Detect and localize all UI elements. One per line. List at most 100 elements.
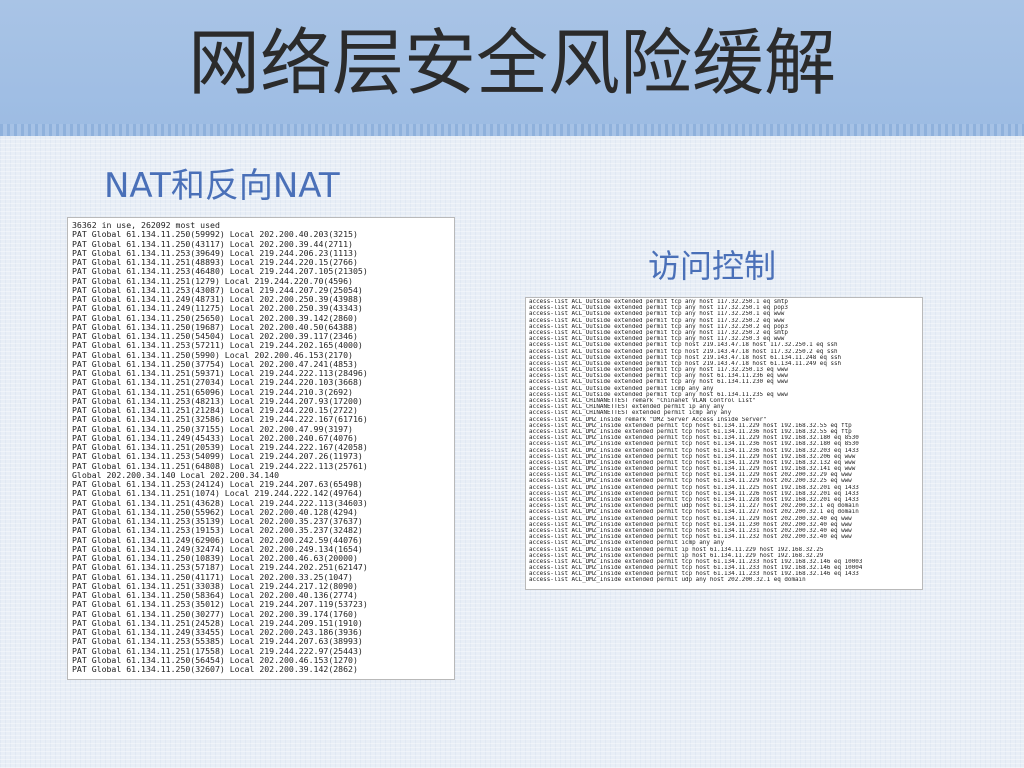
nat-translation-line: PAT Global 61.134.11.250(30277) Local 20… (72, 609, 358, 619)
nat-translation-line: PAT Global 61.134.11.251(43628) Local 21… (72, 498, 368, 508)
acl-config-line: access-list ACL_DMZ_Inside extended perm… (529, 466, 856, 473)
acl-config-line: access-list ACL_DMZ_Inside extended perm… (529, 515, 852, 522)
nat-translation-line: PAT Global 61.134.11.250(54504) Local 20… (72, 332, 358, 341)
nat-translation-line: PAT Global 61.134.11.251(1074) Local 219… (72, 489, 363, 499)
nat-translation-line: PAT Global 61.134.11.249(32474) Local 20… (72, 544, 363, 554)
nat-translation-line: PAT Global 61.134.11.250(58364) Local 20… (72, 591, 358, 600)
acl-config-line: access-list ACL_DMZ_Inside extended perm… (529, 484, 859, 491)
nat-translation-line: PAT Global 61.134.11.253(57211) Local 21… (72, 341, 363, 351)
nat-translation-line: PAT Global 61.134.11.249(45433) Local 20… (72, 433, 358, 443)
acl-config-line: access-list ACL_DMZ_Inside extended perm… (529, 478, 852, 485)
nat-translation-line: PAT Global 61.134.11.249(33455) Local 20… (72, 628, 363, 637)
acl-config-line: access-list ACL_DMZ_Inside extended perm… (529, 577, 806, 584)
nat-translation-line: PAT Global 61.134.11.251(32586) Local 21… (72, 415, 368, 425)
nat-translation-line: PAT Global 61.134.11.253(35139) Local 20… (72, 517, 363, 526)
acl-config-line: access-list ACL_CHINANETTEST extended pe… (529, 404, 725, 411)
acl-config-line: access-list ACL_DMZ_Inside extended perm… (529, 472, 852, 479)
nat-translation-line: Global 202.200.34.140 Local 202.200.34.1… (72, 470, 280, 480)
acl-config-line: access-list ACL_DMZ_Inside extended perm… (529, 540, 725, 547)
nat-translation-line: PAT Global 61.134.11.253(54099) Local 21… (72, 452, 363, 462)
nat-translation-line: PAT Global 61.134.11.253(48213) Local 21… (72, 396, 363, 406)
nat-translation-line: PAT Global 61.134.11.251(24528) Local 21… (72, 618, 363, 628)
nat-translation-line: PAT Global 61.134.11.250(32607) Local 20… (72, 665, 358, 674)
acl-config-line: access-list ACL_DMZ_Inside extended perm… (529, 490, 859, 497)
acl-config-line: access-list ACL_Outside extended permit … (529, 360, 842, 367)
acl-config-line: access-list ACL_Outside extended permit … (529, 311, 785, 318)
nat-translation-line: PAT Global 61.134.11.250(59992) Local 20… (72, 230, 358, 240)
acl-config-line: access-list ACL_Outside extended permit … (529, 323, 788, 330)
title-bar (0, 0, 1024, 124)
acl-config-line: access-list ACL_DMZ_Inside extended perm… (529, 534, 852, 541)
nat-translation-line: PAT Global 61.134.11.249(48731) Local 20… (72, 295, 363, 304)
nat-translation-line: PAT Global 61.134.11.250(19687) Local 20… (72, 322, 358, 332)
nat-translation-line: PAT Global 61.134.11.253(46480) Local 21… (72, 267, 368, 277)
acl-config-line: access-list ACL_Outside extended permit … (529, 305, 788, 312)
access-control-heading: 访问控制 (648, 247, 777, 285)
acl-config-line: access-list ACL_DMZ_Inside extended perm… (529, 527, 852, 534)
acl-config-screenshot: access-list ACL_Outside extended permit … (525, 297, 923, 590)
nat-translation-line: PAT Global 61.134.11.250(25650) Local 20… (72, 313, 358, 323)
acl-config-line: access-list ACL_DMZ_Inside extended perm… (529, 558, 863, 565)
acl-config-line: access-list ACL_DMZ_Inside extended perm… (529, 497, 859, 503)
nat-translation-line: PAT Global 61.134.11.251(48893) Local 21… (72, 258, 358, 267)
acl-config-line: access-list ACL_DMZ_Inside extended perm… (529, 428, 852, 435)
nat-translation-line: PAT Global 61.134.11.251(59371) Local 21… (72, 369, 368, 378)
nat-translation-line: 36362 in use, 262092 most used (72, 221, 220, 230)
acl-config-line: access-list ACL_DMZ_Inside remark "DMZ S… (529, 416, 767, 423)
nat-translation-line: PAT Global 61.134.11.253(19153) Local 20… (72, 526, 363, 536)
acl-config-line: access-list ACL_Outside extended permit … (529, 391, 788, 398)
nat-translation-line: PAT Global 61.134.11.251(27034) Local 21… (72, 378, 363, 388)
nat-translation-line: PAT Global 61.134.11.251(17558) Local 21… (72, 646, 363, 656)
acl-config-line: access-list ACL_DMZ_Inside extended perm… (529, 459, 856, 466)
nat-translation-line: PAT Global 61.134.11.250(56454) Local 20… (72, 655, 358, 665)
acl-config-line: access-list ACL_DMZ_Inside extended perm… (529, 447, 859, 454)
acl-config-line: access-list ACL_DMZ_Inside extended perm… (529, 503, 859, 510)
acl-config-line: access-list ACL_CHINANETTEST remark "Chi… (529, 398, 756, 404)
nat-translation-line: PAT Global 61.134.11.249(11275) Local 20… (72, 304, 363, 314)
acl-config-line: access-list ACL_Outside extended permit … (529, 373, 788, 380)
acl-config-line: access-list ACL_DMZ_Inside extended perm… (529, 453, 856, 460)
nat-translation-line: PAT Global 61.134.11.253(39649) Local 21… (72, 248, 358, 258)
acl-config-line: access-list ACL_Outside extended permit … (529, 299, 788, 305)
nat-translation-line: PAT Global 61.134.11.250(37754) Local 20… (72, 359, 358, 369)
nat-translation-line: PAT Global 61.134.11.250(43117) Local 20… (72, 239, 353, 249)
nat-translation-line: PAT Global 61.134.11.250(5990) Local 202… (72, 350, 353, 360)
acl-config-line: access-list ACL_DMZ_Inside extended perm… (529, 571, 859, 578)
nat-translation-line: PAT Global 61.134.11.251(65096) Local 21… (72, 387, 353, 397)
acl-config-lines: access-list ACL_Outside extended permit … (529, 299, 862, 584)
nat-translation-line: PAT Global 61.134.11.250(55962) Local 20… (72, 507, 358, 517)
acl-config-line: access-list ACL_Outside extended permit … (529, 367, 788, 374)
nat-translation-line: PAT Global 61.134.11.251(1279) Local 219… (72, 276, 353, 286)
nat-heading: NAT和反向NAT (104, 166, 340, 206)
acl-config-line: access-list ACL_Outside extended permit … (529, 379, 788, 386)
acl-config-line: access-list ACL_DMZ_Inside extended perm… (529, 422, 852, 429)
nat-translation-line: PAT Global 61.134.11.250(10839) Local 20… (72, 554, 358, 563)
acl-config-line: access-list ACL_DMZ_Inside extended perm… (529, 435, 859, 442)
acl-config-line: access-list ACL_DMZ_Inside extended perm… (529, 441, 859, 448)
acl-config-line: access-list ACL_Outside extended permit … (529, 348, 838, 355)
nat-translation-line: PAT Global 61.134.11.253(24124) Local 21… (72, 480, 363, 489)
nat-translation-line: PAT Global 61.134.11.253(57187) Local 21… (72, 563, 368, 573)
acl-config-line: access-list ACL_DMZ_Inside extended perm… (529, 546, 824, 553)
acl-config-line: access-list ACL_Outside extended permit … (529, 385, 714, 392)
acl-config-line: access-list ACL_CHINANETTEST extended pe… (529, 410, 732, 417)
nat-translation-line: PAT Global 61.134.11.249(62906) Local 20… (72, 535, 363, 545)
acl-config-line: access-list ACL_DMZ_Inside extended perm… (529, 552, 824, 559)
nat-translation-line: PAT Global 61.134.11.251(20539) Local 21… (72, 443, 368, 452)
acl-config-line: access-list ACL_Outside extended permit … (529, 354, 842, 361)
acl-config-line: access-list ACL_Outside extended permit … (529, 329, 788, 336)
acl-config-line: access-list ACL_Outside extended permit … (529, 336, 785, 343)
nat-translation-line: PAT Global 61.134.11.250(37155) Local 20… (72, 424, 353, 434)
acl-config-line: access-list ACL_DMZ_Inside extended perm… (529, 521, 852, 528)
nat-translation-line: PAT Global 61.134.11.251(33038) Local 21… (72, 581, 358, 591)
acl-config-line: access-list ACL_DMZ_Inside extended perm… (529, 509, 859, 516)
nat-translation-line: PAT Global 61.134.11.253(43087) Local 21… (72, 285, 363, 295)
title-bar-edge (0, 124, 1024, 136)
nat-translation-line: PAT Global 61.134.11.253(55385) Local 21… (72, 637, 363, 647)
acl-config-line: access-list ACL_DMZ_Inside extended perm… (529, 565, 863, 572)
acl-config-line: access-list ACL_Outside extended permit … (529, 317, 785, 324)
nat-translation-line: PAT Global 61.134.11.253(35012) Local 21… (72, 600, 368, 610)
